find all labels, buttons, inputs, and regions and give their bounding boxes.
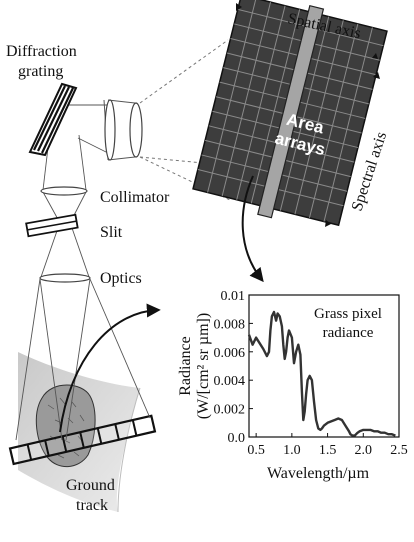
- chart-inset-title-line1: Grass pixel: [314, 306, 382, 322]
- optics-label: Optics: [100, 270, 142, 287]
- slit-label: Slit: [100, 224, 123, 241]
- y-tick-label: 0.008: [214, 317, 246, 332]
- focusing-lens: [104, 99, 116, 161]
- radiance-chart: 0.0 0.002 0.004 0.006 0.008 0.01 0.5 1.0 1.5 2.0…: [177, 289, 408, 482]
- projection-lines: [139, 39, 331, 201]
- optical-path: [15, 104, 151, 441]
- y-tick-label: 0.004: [214, 374, 246, 389]
- area-array-highlight-band: [257, 4, 325, 219]
- diffraction-grating: [28, 82, 78, 157]
- ground-track: [8, 352, 157, 513]
- chart-inset-title-line2: radiance: [323, 325, 374, 341]
- chart-y-axis-label-line2: (W/[cm² sr µm]): [195, 313, 212, 419]
- ground-to-chart-arrow: [59, 303, 161, 433]
- collimator-lens: [40, 186, 88, 196]
- x-tick-label: 1.5: [319, 443, 337, 458]
- x-tick-label: 2.5: [390, 443, 408, 458]
- focusing-lens-2: [129, 102, 143, 158]
- x-tick-label: 0.5: [247, 443, 265, 458]
- slit: [25, 213, 79, 238]
- ground-track-label-line2: track: [76, 497, 108, 514]
- area-array-detector: Area arrays: [192, 0, 388, 227]
- x-tick-label: 1.0: [283, 443, 301, 458]
- y-tick-label: 0.01: [221, 289, 246, 304]
- y-tick-label: 0.006: [214, 346, 246, 361]
- x-axis-ticks: 0.5 1.0 1.5 2.0 2.5: [247, 433, 408, 458]
- optics-lens: [39, 273, 91, 283]
- diffraction-grating-label-line2: grating: [18, 63, 63, 80]
- ground-track-label-line1: Ground: [66, 477, 115, 494]
- y-tick-label: 0.002: [214, 403, 246, 418]
- chart-x-axis-label: Wavelength/µm: [267, 465, 370, 482]
- diffraction-grating-label-line1: Diffraction: [6, 43, 77, 60]
- scan-line-pixels: [8, 414, 157, 466]
- ground-track-edge: [117, 387, 141, 513]
- detector-to-chart-arrow: [241, 175, 264, 283]
- chart-y-axis-label-line1: Radiance: [177, 336, 194, 396]
- y-axis-ticks: 0.0 0.002 0.004 0.006 0.008 0.01: [214, 289, 253, 446]
- grass-radiance-line: [247, 310, 396, 437]
- y-tick-label: 0.0: [228, 431, 246, 446]
- chart-plot-frame: [248, 294, 400, 438]
- ground-pixel-blob: [35, 384, 96, 468]
- collimator-label: Collimator: [100, 189, 170, 206]
- focusing-lens-assembly: [103, 99, 143, 161]
- x-tick-label: 2.0: [355, 443, 373, 458]
- axis-corner-marks: [236, 3, 380, 227]
